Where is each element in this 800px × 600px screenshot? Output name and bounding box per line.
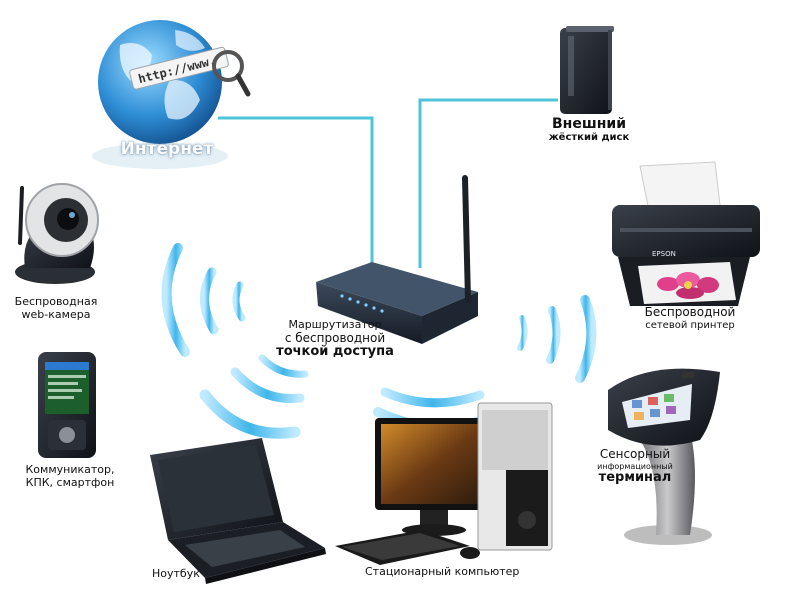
wifi-wave bbox=[380, 387, 485, 408]
phone-label: Коммуникатор, КПК, смартфон bbox=[10, 463, 130, 489]
kiosk-label: Сенсорный информационный терминал bbox=[585, 447, 685, 486]
wifi-wave bbox=[546, 306, 561, 364]
hdd-label-line1: Внешний bbox=[552, 116, 626, 132]
printer-label-line1: Беспроводной bbox=[644, 305, 736, 319]
desktop-pc bbox=[335, 402, 553, 565]
internet-globe: http://www. bbox=[92, 20, 251, 169]
router-label: Маршрутизатор с беспроводной точкой дост… bbox=[260, 318, 410, 360]
router-label-line3: точкой доступа bbox=[276, 344, 394, 360]
wifi-wave bbox=[230, 367, 305, 403]
wifi-wave bbox=[199, 389, 301, 439]
internet-label: Интернет bbox=[120, 139, 214, 159]
link-internet-router bbox=[218, 116, 374, 268]
printer: EPSON bbox=[612, 161, 760, 306]
router-leds bbox=[340, 294, 384, 313]
desktop-label: Стационарный компьютер bbox=[365, 565, 520, 578]
router-label-line2: с беспроводной bbox=[284, 330, 386, 345]
camera-label: Беспроводная web-камера bbox=[2, 295, 110, 321]
magnifier-icon bbox=[212, 50, 251, 97]
flower-print bbox=[657, 272, 719, 299]
link-router-hdd bbox=[418, 98, 558, 268]
kiosk-label-line2: информационный bbox=[597, 461, 673, 471]
kiosk bbox=[608, 368, 720, 545]
antenna bbox=[462, 175, 471, 303]
wifi-wave bbox=[575, 295, 597, 383]
router-label-line1: Маршрутизатор bbox=[288, 318, 382, 331]
laptop-label: Ноутбук bbox=[152, 567, 200, 580]
hdd-label: Внешний жёсткий диск bbox=[534, 116, 644, 144]
camera-label-line1: Беспроводная bbox=[14, 295, 98, 308]
wifi-wave bbox=[161, 243, 190, 357]
router bbox=[316, 175, 478, 344]
printer-label: Беспроводной сетевой принтер bbox=[630, 305, 750, 331]
wifi-wave bbox=[199, 267, 219, 335]
phone-label-line1: Коммуникатор, bbox=[25, 463, 115, 476]
printer-label-line2: сетевой принтер bbox=[645, 319, 735, 331]
laptop bbox=[150, 438, 326, 584]
wifi-wave bbox=[232, 281, 246, 322]
kiosk-label-line3: терминал bbox=[598, 469, 672, 485]
web-camera bbox=[15, 183, 99, 284]
printer-brand: EPSON bbox=[652, 250, 676, 258]
external-hdd bbox=[560, 26, 614, 114]
camera-label-line2: web-камера bbox=[21, 307, 91, 321]
hdd-label-line2: жёсткий диск bbox=[548, 132, 630, 144]
antenna bbox=[18, 186, 24, 245]
phone-label-line2: КПК, смартфон bbox=[25, 475, 115, 489]
kiosk-label-line1: Сенсорный bbox=[599, 447, 671, 461]
smartphone bbox=[38, 352, 96, 458]
wifi-wave bbox=[517, 315, 528, 351]
link-lines bbox=[218, 98, 558, 268]
wifi-wave bbox=[258, 354, 309, 378]
